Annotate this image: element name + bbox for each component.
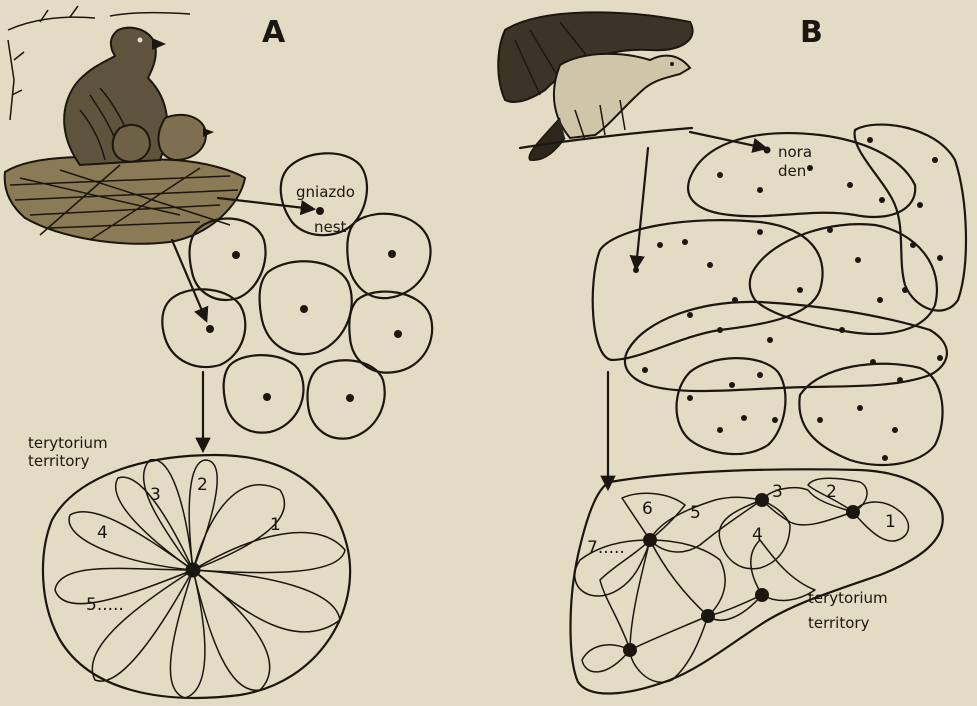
nest-dot xyxy=(394,330,402,338)
range-dot xyxy=(717,427,723,433)
den-dot xyxy=(755,588,769,602)
territory-a-center-nest xyxy=(186,563,201,578)
nest-label-en: nest xyxy=(314,218,347,236)
panel-a-title: A xyxy=(262,15,286,50)
den-dot xyxy=(764,147,771,154)
range-dot xyxy=(687,312,693,318)
range xyxy=(677,358,786,454)
range-dot xyxy=(857,405,863,411)
range-dot xyxy=(767,337,773,343)
range-dot xyxy=(707,262,713,268)
sector-label-3: 3 xyxy=(150,485,161,505)
range-dot xyxy=(827,227,833,233)
range-dot xyxy=(937,355,943,361)
nest-label-pl: gniazdo xyxy=(296,183,355,201)
nest-dot xyxy=(300,305,308,313)
territory-a-label-en: territory xyxy=(28,452,90,470)
territory-a-sectors xyxy=(55,460,345,698)
range-dot xyxy=(757,187,763,193)
range-dot xyxy=(910,242,916,248)
den-dot xyxy=(755,493,769,507)
range-dot xyxy=(902,287,908,293)
den-dot xyxy=(643,533,657,547)
territory-a-label-pl: terytorium xyxy=(28,434,108,452)
range-dot xyxy=(847,182,853,188)
range-dot xyxy=(807,165,813,171)
range-dot xyxy=(657,242,663,248)
eagle-nest-illustration xyxy=(5,6,245,244)
range-dot xyxy=(817,417,823,423)
zone-label-1: 1 xyxy=(885,512,896,532)
nest-cell xyxy=(307,360,384,438)
range-dot xyxy=(877,297,883,303)
weasel-illustration xyxy=(498,12,692,160)
territory-b-label-pl: terytorium xyxy=(808,589,888,607)
arrow-weasel-to-range xyxy=(636,148,648,268)
range-dot xyxy=(757,229,763,235)
nest-dots xyxy=(206,207,402,402)
range-dots xyxy=(633,137,943,461)
zone-label-4: 4 xyxy=(752,525,763,545)
nest-dot xyxy=(206,325,214,333)
range-dot xyxy=(717,327,723,333)
range-dot xyxy=(897,377,903,383)
sector-label-4: 4 xyxy=(97,523,108,543)
den-dot xyxy=(623,643,637,657)
range-dot xyxy=(682,239,688,245)
territory-b xyxy=(571,469,943,693)
nest-dot xyxy=(316,207,324,215)
zone-label-2: 2 xyxy=(826,482,837,502)
range-dot xyxy=(732,297,738,303)
nest-dot xyxy=(388,250,396,258)
sector-label-5: 5..... xyxy=(86,595,124,615)
territory-b-label-en: territory xyxy=(808,614,870,632)
range-dot xyxy=(917,202,923,208)
range-dot xyxy=(633,267,639,273)
range-dot xyxy=(687,395,693,401)
range-dot xyxy=(839,327,845,333)
nest-cell xyxy=(224,355,304,432)
arrow-weasel-to-den xyxy=(690,132,765,148)
nest-dot xyxy=(346,394,354,402)
sector-label-2: 2 xyxy=(197,475,208,495)
range-dot xyxy=(855,257,861,263)
range-dot xyxy=(882,455,888,461)
nest-dot xyxy=(263,393,271,401)
range-dot xyxy=(772,417,778,423)
nest-cell xyxy=(349,292,432,373)
range-dot xyxy=(729,382,735,388)
range-dot xyxy=(717,172,723,178)
zone-label-3: 3 xyxy=(772,482,783,502)
den-label-en: den xyxy=(778,162,806,180)
range-dot xyxy=(757,372,763,378)
range xyxy=(750,224,937,334)
range-dot xyxy=(741,415,747,421)
den-label-pl: nora xyxy=(778,143,812,161)
range-dot xyxy=(642,367,648,373)
sector-label-1: 1 xyxy=(270,515,281,535)
range-dot xyxy=(937,255,943,261)
territory-b-dens xyxy=(623,493,860,657)
zone-label-6: 6 xyxy=(642,499,653,519)
zone-label-5: 5 xyxy=(690,503,701,523)
nest-cell xyxy=(162,289,245,367)
range-dot xyxy=(879,197,885,203)
range-dot xyxy=(932,157,938,163)
range-dot xyxy=(867,137,873,143)
range-dot xyxy=(892,427,898,433)
range-dot xyxy=(870,359,876,365)
panel-b-title: B xyxy=(800,15,823,50)
den-dot xyxy=(701,609,715,623)
zone-label-7: 7..... xyxy=(587,538,625,558)
den-dot xyxy=(846,505,860,519)
nest-dot xyxy=(232,251,240,259)
range-dot xyxy=(797,287,803,293)
